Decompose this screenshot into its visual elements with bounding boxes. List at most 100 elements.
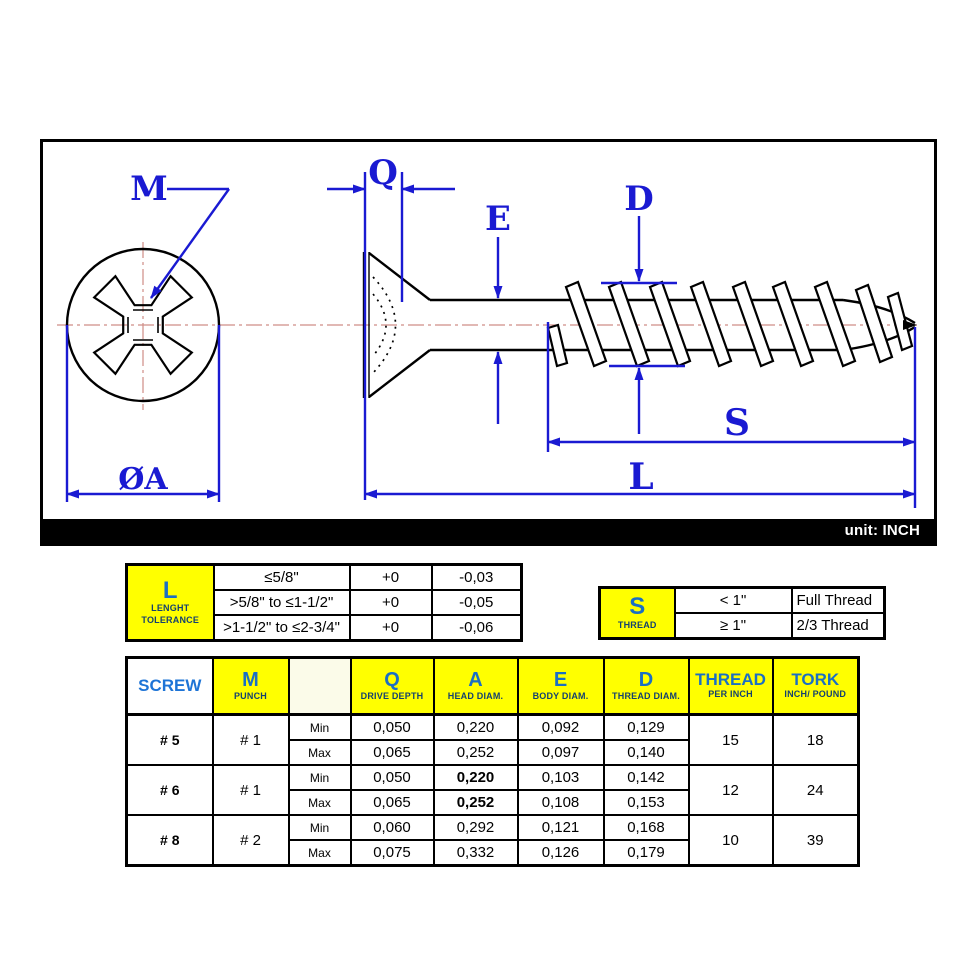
d-value: 0,140 xyxy=(602,739,690,766)
screw-size-cell: # 8 xyxy=(125,814,214,867)
punch-cell: # 2 xyxy=(211,814,290,867)
min-label: Min xyxy=(287,814,352,841)
thread-flights xyxy=(546,280,914,368)
table-row: L LENGHT TOLERANCE ≤5/8" +0 -0,03 xyxy=(125,563,523,642)
a-value: 0,220 xyxy=(432,713,519,741)
max-label: Max xyxy=(287,739,352,766)
screw-size-cell: # 5 xyxy=(125,713,214,766)
unit-label: unit: INCH xyxy=(43,519,934,543)
technical-drawing: M Q E D S L ØA unit: INCH xyxy=(40,139,937,546)
thread-per-inch-value: 10 xyxy=(687,814,774,867)
header-blank xyxy=(287,656,352,716)
table-row-screw5-max: Max 0,065 0,252 0,097 0,140 xyxy=(127,739,859,766)
table-row: >5/8" to ≤1-1/2" +0 -0,05 xyxy=(127,589,523,616)
punch-cell: # 1 xyxy=(211,713,290,766)
q-value: 0,050 xyxy=(349,764,435,791)
range-cell: < 1" xyxy=(673,586,793,614)
label-d: D xyxy=(624,179,653,219)
recess-depth-dots-inner xyxy=(372,293,387,357)
screw-tip xyxy=(903,320,917,330)
phillips-recess-icon xyxy=(92,274,194,376)
min-label: Min xyxy=(287,713,352,741)
lower-tol-cell: -0,06 xyxy=(430,614,523,642)
max-label: Max xyxy=(287,789,352,816)
upper-tol-cell: +0 xyxy=(348,614,433,642)
range-cell: >5/8" to ≤1-1/2" xyxy=(212,589,351,616)
e-value: 0,092 xyxy=(516,713,605,741)
label-phi-a: ØA xyxy=(118,462,168,497)
a-value: 0,292 xyxy=(432,814,519,841)
a-value: 0,252 xyxy=(432,789,519,816)
range-cell: ≥ 1" xyxy=(673,612,793,640)
table-row-screw5-min: # 5 # 1 Min 0,050 0,220 0,092 0,129 15 1… xyxy=(125,713,860,766)
value-cell: Full Thread xyxy=(790,586,886,614)
table-row-screw8-max: Max 0,075 0,332 0,126 0,179 xyxy=(127,839,859,867)
punch-cell: # 1 xyxy=(211,764,290,816)
e-value: 0,103 xyxy=(516,764,605,791)
q-value: 0,050 xyxy=(349,713,435,741)
upper-tol-cell: +0 xyxy=(348,563,433,591)
table-row: ≥ 1" 2/3 Thread xyxy=(600,612,886,640)
screw-side-view xyxy=(362,252,917,398)
a-value: 0,252 xyxy=(432,739,519,766)
tork-value: 39 xyxy=(771,814,860,867)
max-label: Max xyxy=(287,839,352,867)
lower-tol-cell: -0,05 xyxy=(430,589,523,616)
range-cell: ≤5/8" xyxy=(212,563,351,591)
q-value: 0,065 xyxy=(349,739,435,766)
tork-value: 24 xyxy=(771,764,860,816)
length-tolerance-header: L LENGHT TOLERANCE xyxy=(125,563,215,642)
label-q: Q xyxy=(368,153,398,193)
q-value: 0,065 xyxy=(349,789,435,816)
tork-value: 18 xyxy=(771,713,860,766)
label-s: S xyxy=(724,402,750,444)
table-row-screw6-max: Max 0,065 0,252 0,108 0,153 xyxy=(127,789,859,816)
q-value: 0,075 xyxy=(349,839,435,867)
lower-tol-cell: -0,03 xyxy=(430,563,523,591)
thread-per-inch-value: 15 xyxy=(687,713,774,766)
min-label: Min xyxy=(287,764,352,791)
e-value: 0,108 xyxy=(516,789,605,816)
label-m: M xyxy=(130,169,168,209)
centerlines xyxy=(57,242,921,410)
table-row: >1-1/2" to ≤2-3/4" +0 -0,06 xyxy=(127,614,523,642)
e-value: 0,097 xyxy=(516,739,605,766)
d-value: 0,142 xyxy=(602,764,690,791)
header-screw: SCREW xyxy=(125,656,214,716)
dimension-labels: M Q E D S L ØA xyxy=(118,153,750,498)
table-row-screw6-min: # 6 # 1 Min 0,050 0,220 0,103 0,142 12 2… xyxy=(125,764,860,816)
table-row-screw8-min: # 8 # 2 Min 0,060 0,292 0,121 0,168 10 3… xyxy=(125,814,860,867)
table-row: S THREAD < 1" Full Thread xyxy=(598,586,886,640)
d-value: 0,179 xyxy=(602,839,690,867)
thread-length-table: S THREAD < 1" Full Thread ≥ 1" 2/3 Threa… xyxy=(598,586,886,640)
symbol-l: L xyxy=(162,577,178,605)
screw-size-cell: # 6 xyxy=(125,764,214,816)
upper-tol-cell: +0 xyxy=(348,589,433,616)
d-value: 0,153 xyxy=(602,789,690,816)
a-value: 0,220 xyxy=(432,764,519,791)
value-cell: 2/3 Thread xyxy=(790,612,886,640)
thread-header: S THREAD xyxy=(598,586,676,640)
d-value: 0,129 xyxy=(602,713,690,741)
q-value: 0,060 xyxy=(349,814,435,841)
symbol-s: S xyxy=(629,593,646,621)
range-cell: >1-1/2" to ≤2-3/4" xyxy=(212,614,351,642)
screw-drawing-canvas: M Q E D S L ØA xyxy=(57,153,921,508)
dimensions xyxy=(65,172,917,508)
label-l: L xyxy=(628,456,653,498)
length-tolerance-table: L LENGHT TOLERANCE ≤5/8" +0 -0,03 >5/8" … xyxy=(125,563,523,642)
d-value: 0,168 xyxy=(602,814,690,841)
label-e: E xyxy=(485,199,511,239)
a-value: 0,332 xyxy=(432,839,519,867)
e-value: 0,121 xyxy=(516,814,605,841)
